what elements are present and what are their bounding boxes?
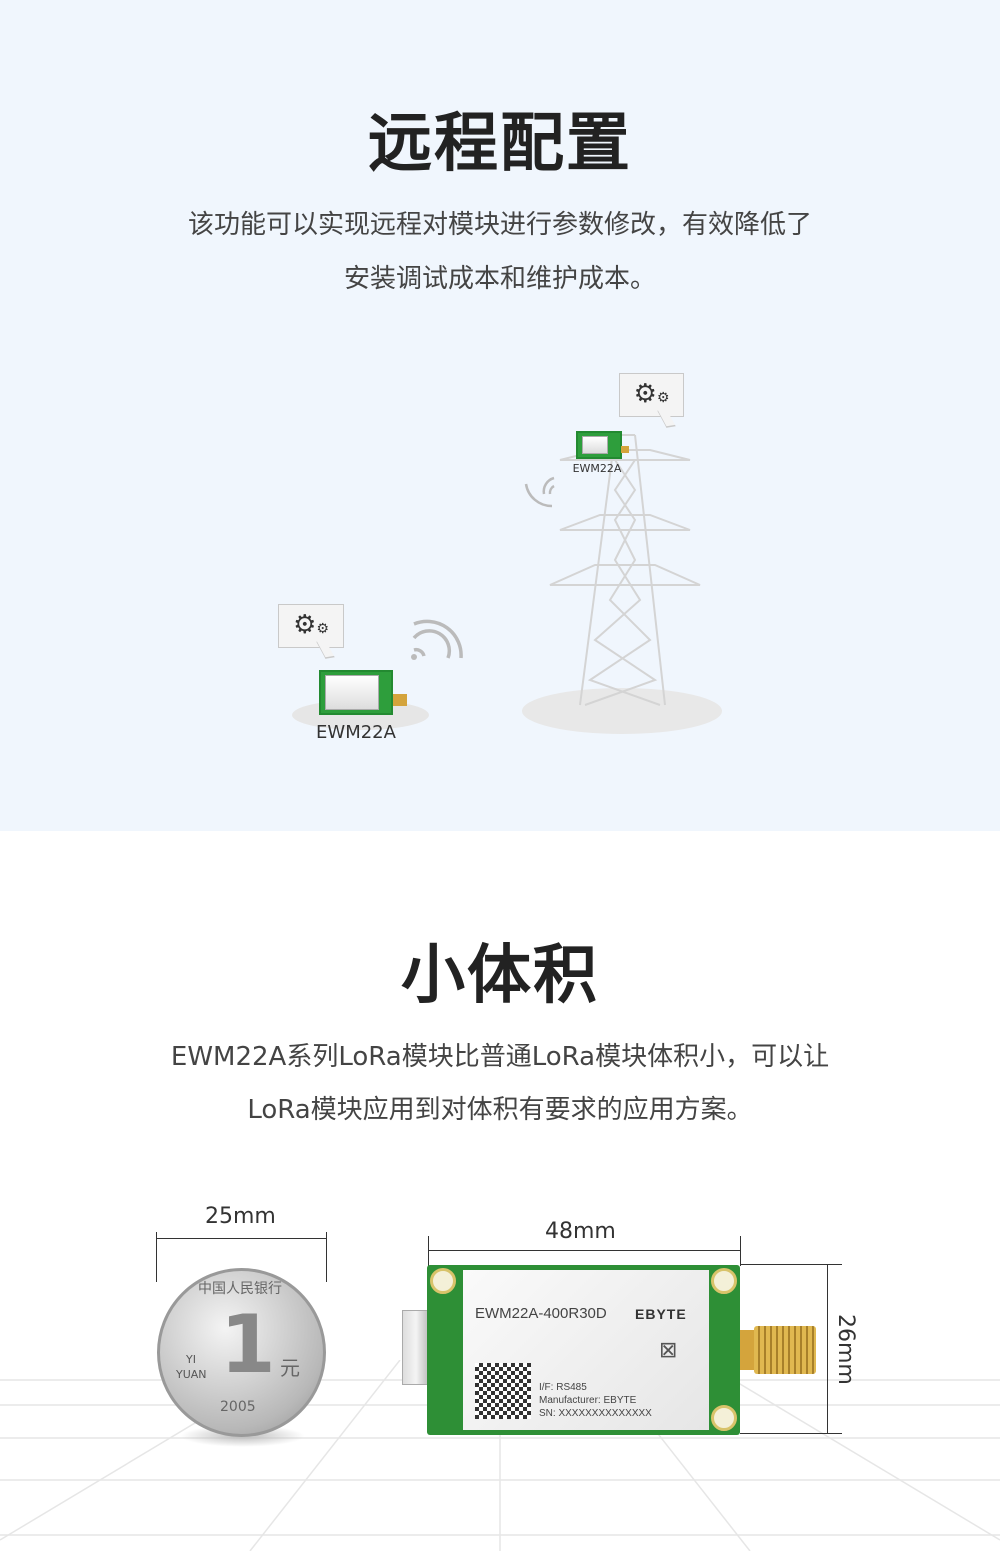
- coin-width-label: 25mm: [205, 1204, 276, 1229]
- coin-image: 中国人民银行 1 元 YI YUAN 2005: [157, 1268, 326, 1437]
- remote-config-desc-2: 安装调试成本和维护成本。: [343, 264, 656, 294]
- wifi-signal-icon: [524, 476, 555, 508]
- module-model: EWM22A-400R30D: [475, 1305, 607, 1322]
- sma-antenna-connector: [754, 1326, 816, 1374]
- coin-pinyin-2: YUAN: [176, 1368, 207, 1381]
- device-label-large: EWM22A: [316, 722, 396, 743]
- antenna-connector: [621, 446, 629, 453]
- module-width-line: [428, 1250, 740, 1251]
- module-height-label: 26mm: [833, 1314, 858, 1385]
- module-interface: I/F: RS485: [539, 1382, 587, 1393]
- antenna-connector: [393, 694, 407, 706]
- terminal-connector: [402, 1310, 430, 1385]
- module-width-label: 48mm: [545, 1219, 616, 1244]
- device-label-small: EWM22A: [572, 462, 622, 475]
- coin-value: 1: [220, 1298, 276, 1391]
- module-brand: EBYTE: [635, 1306, 687, 1322]
- qr-code: [475, 1363, 531, 1419]
- module-icon-large: [319, 670, 393, 715]
- module-sn: SN: XXXXXXXXXXXXXX: [539, 1408, 652, 1419]
- remote-config-section: [0, 0, 1000, 831]
- coin-year: 2005: [220, 1399, 256, 1415]
- small-size-title: 小体积: [401, 939, 599, 1013]
- coin-top-text: 中国人民银行: [198, 1281, 282, 1297]
- weee-bin-icon: ⊠: [659, 1338, 678, 1363]
- coin-unit: 元: [280, 1356, 300, 1380]
- sma-pins: [740, 1330, 754, 1370]
- remote-config-title: 远程配置: [368, 107, 632, 181]
- coin-pinyin-1: YI: [186, 1353, 196, 1366]
- small-size-desc-1: EWM22A系列LoRa模块比普通LoRa模块体积小，可以让: [170, 1042, 830, 1072]
- ewm22a-module-image: EWM22A-400R30D EBYTE ⊠ I/F: RS485 Manufa…: [427, 1265, 740, 1435]
- tower-shadow: [522, 688, 722, 734]
- remote-config-desc-1: 该功能可以实现远程对模块进行参数修改，有效降低了: [187, 210, 812, 240]
- module-height-line: [827, 1265, 828, 1433]
- module-manufacturer: Manufacturer: EBYTE: [539, 1395, 637, 1406]
- gear-icon: ⚙⚙: [278, 604, 344, 648]
- gear-icon: ⚙⚙: [619, 373, 684, 417]
- module-icon-small: [576, 431, 622, 459]
- coin-dimension-line: [156, 1238, 326, 1239]
- wifi-signal-icon: [411, 619, 463, 660]
- small-size-desc-2: LoRa模块应用到对体积有要求的应用方案。: [247, 1095, 753, 1125]
